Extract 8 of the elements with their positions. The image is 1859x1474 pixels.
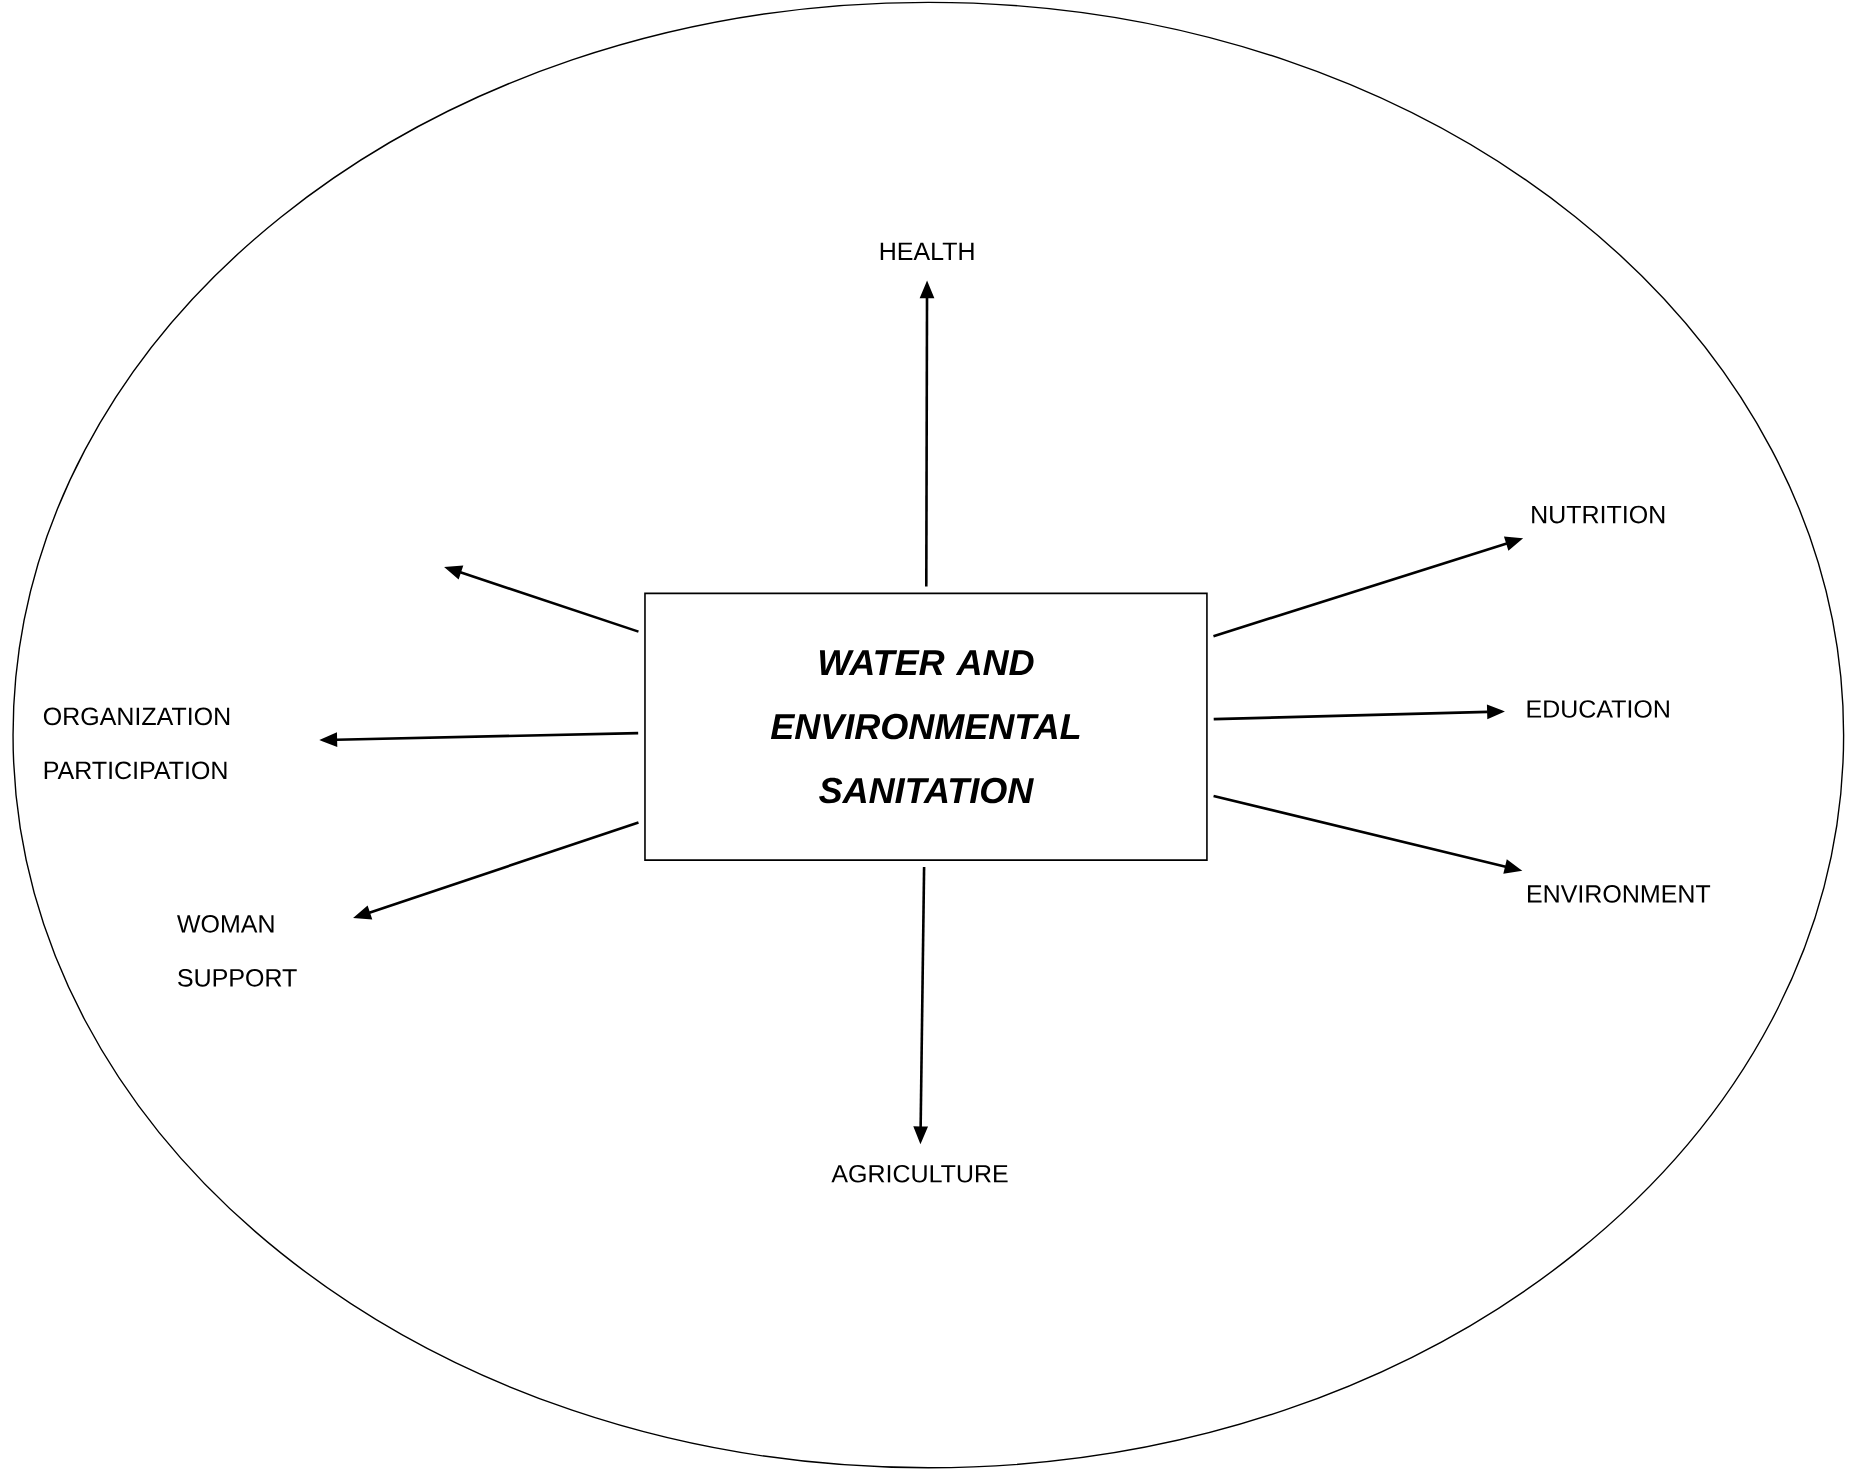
topic-label: NUTRITION [1532, 505, 1665, 524]
topic-label: ENVIRONMENT [1528, 885, 1711, 903]
topic-label: AGRICULTURE [831, 1165, 1008, 1183]
topic-label: ORGANIZATION PARTICIPATION [43, 707, 230, 780]
topic-label: EDUCATION [1527, 700, 1669, 718]
central-box: WATER AND ENVIRONMENTAL SANITATION [644, 592, 1208, 862]
topic-label: HEALTH [880, 242, 974, 261]
topic-label: WOMAN SUPPORT [177, 915, 297, 987]
